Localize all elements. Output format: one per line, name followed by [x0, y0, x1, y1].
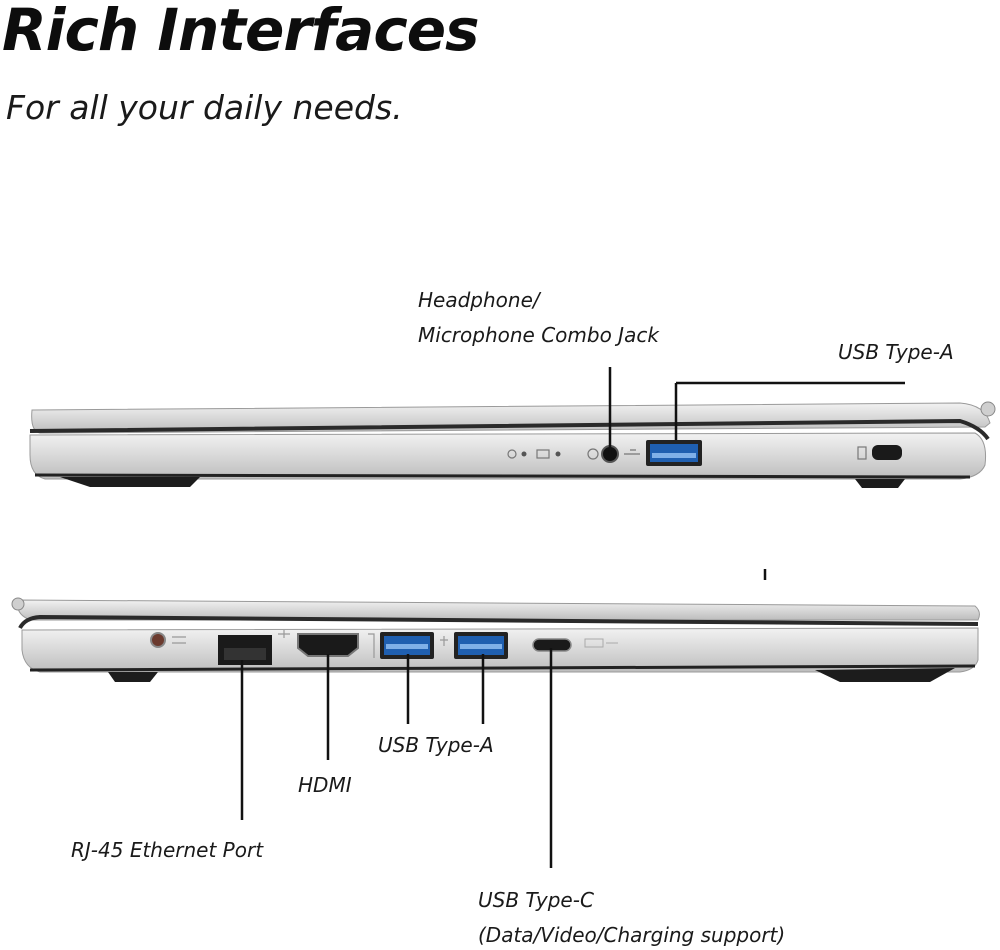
usb-a-left-label: USB Type-A: [378, 733, 494, 757]
dc-in-icon: [172, 636, 186, 644]
usb-c-label-line1: USB Type-C: [478, 888, 594, 912]
headset-icon: [587, 448, 599, 460]
usb-a-port-left-2: [454, 632, 508, 659]
rj45-label: RJ-45 Ethernet Port: [71, 838, 264, 862]
rj45-port: [218, 635, 272, 665]
network-icon: [278, 630, 290, 638]
hdmi-icon: [368, 633, 375, 658]
battery-led-icon: [507, 449, 527, 459]
hdmi-port: [297, 633, 359, 657]
kensington-lock-slot: [872, 445, 902, 460]
page-subtitle: For all your daily needs.: [6, 88, 403, 127]
usb-a-right-label: USB Type-A: [838, 340, 954, 364]
usb-a-port-right: [646, 440, 702, 466]
usb-a-port-left-1: [380, 632, 434, 659]
laptop-left-side-view: [11, 597, 980, 682]
usb-icon: [440, 636, 448, 646]
hdmi-label: HDMI: [298, 773, 352, 797]
power-led-icon: [536, 449, 561, 459]
lock-icon: [857, 446, 867, 460]
usb-c-icon: [584, 638, 618, 648]
page-title: Rich Interfaces: [2, 0, 480, 64]
laptop-right-side-view: [29, 401, 996, 488]
audio-jack-label-line2: Microphone Combo Jack: [418, 323, 659, 347]
audio-jack-label-line1: Headphone/: [418, 288, 540, 312]
usb-c-label-line2: (Data/Video/Charging support): [478, 923, 786, 947]
usb-icon: [624, 449, 640, 455]
dc-in-jack: [150, 632, 166, 648]
